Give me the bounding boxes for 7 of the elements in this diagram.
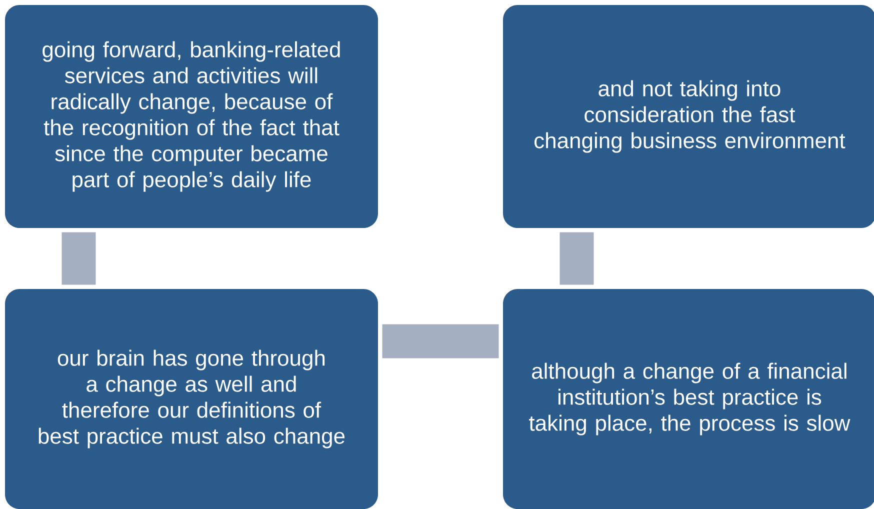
text-box: our brain has gone through a change as well and therefore our definitions of best practice must also change (5, 289, 378, 509)
text-box: and not taking into consideration the fast changing business environment (503, 5, 874, 228)
text-box: although a change of a financial institution’s best practice is taking place, the process is slow (503, 289, 874, 509)
connector-bar (382, 324, 499, 358)
text-box: going forward, banking-related services and activities will radically change, because of the recognition of the fact that since the computer became part of people’s daily life (5, 5, 378, 228)
connector-bar (560, 232, 594, 285)
connector-bar (62, 232, 96, 285)
